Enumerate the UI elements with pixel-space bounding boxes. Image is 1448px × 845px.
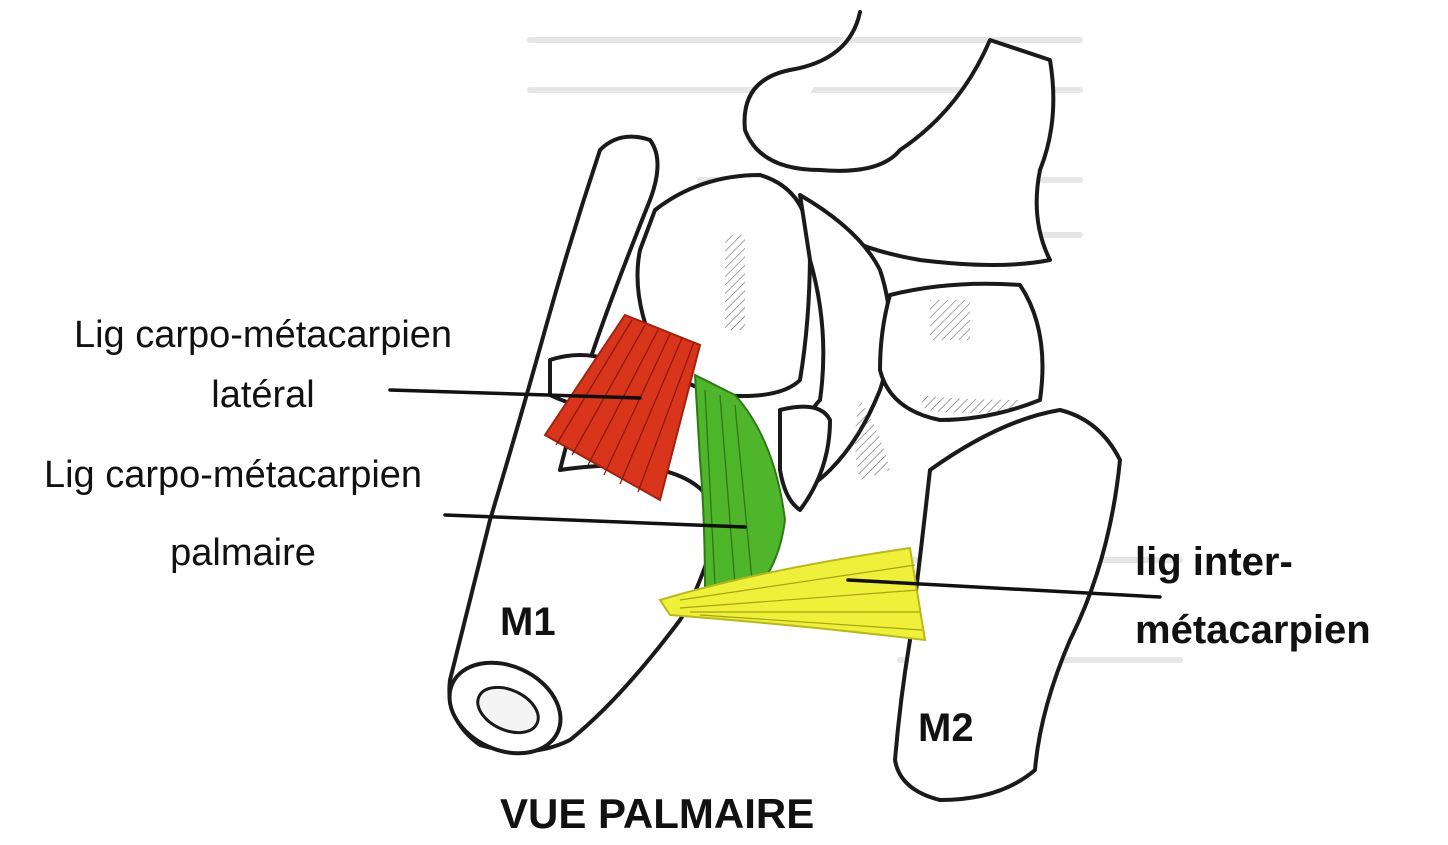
label-intermetacarpal-line1: lig inter- [1135,540,1293,585]
label-m1: M1 [500,600,556,645]
palmar-ligament [695,375,785,590]
label-lateral-ligament-line2: latéral [38,374,488,417]
label-intermetacarpal-line2: métacarpien [1135,608,1371,653]
view-caption: VUE PALMAIRE [500,790,814,838]
label-palmar-ligament-line1: Lig carpo-métacarpien [8,454,458,497]
carpal-fragment [780,407,830,510]
label-lateral-ligament-line1: Lig carpo-métacarpien [38,314,488,357]
label-palmar-ligament-line2: palmaire [8,532,478,575]
label-m2: M2 [918,706,974,751]
